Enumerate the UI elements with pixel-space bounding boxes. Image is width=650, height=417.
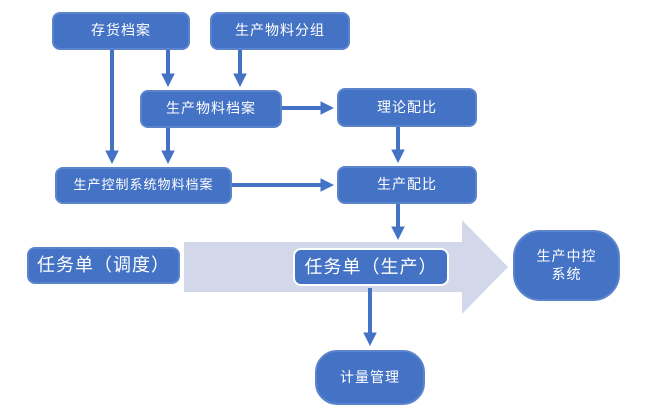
node-production-material-group: 生产物料分组	[210, 12, 350, 50]
central-control-line1: 生产中控	[536, 248, 597, 264]
node-inventory-archive: 存货档案	[52, 12, 190, 50]
node-theoretical-ratio: 理论配比	[337, 88, 477, 127]
node-production-central-control-system: 生产中控 系统	[513, 230, 620, 301]
node-production-material-archive: 生产物料档案	[140, 90, 282, 128]
node-production-control-system-material-archive: 生产控制系统物料档案	[55, 167, 232, 204]
central-control-line2: 系统	[551, 265, 582, 282]
node-production-ratio: 生产配比	[337, 166, 477, 204]
node-task-order-production: 任务单（生产）	[293, 248, 449, 286]
node-metering-management: 计量管理	[315, 350, 425, 405]
node-task-order-dispatch: 任务单（调度）	[27, 247, 180, 284]
